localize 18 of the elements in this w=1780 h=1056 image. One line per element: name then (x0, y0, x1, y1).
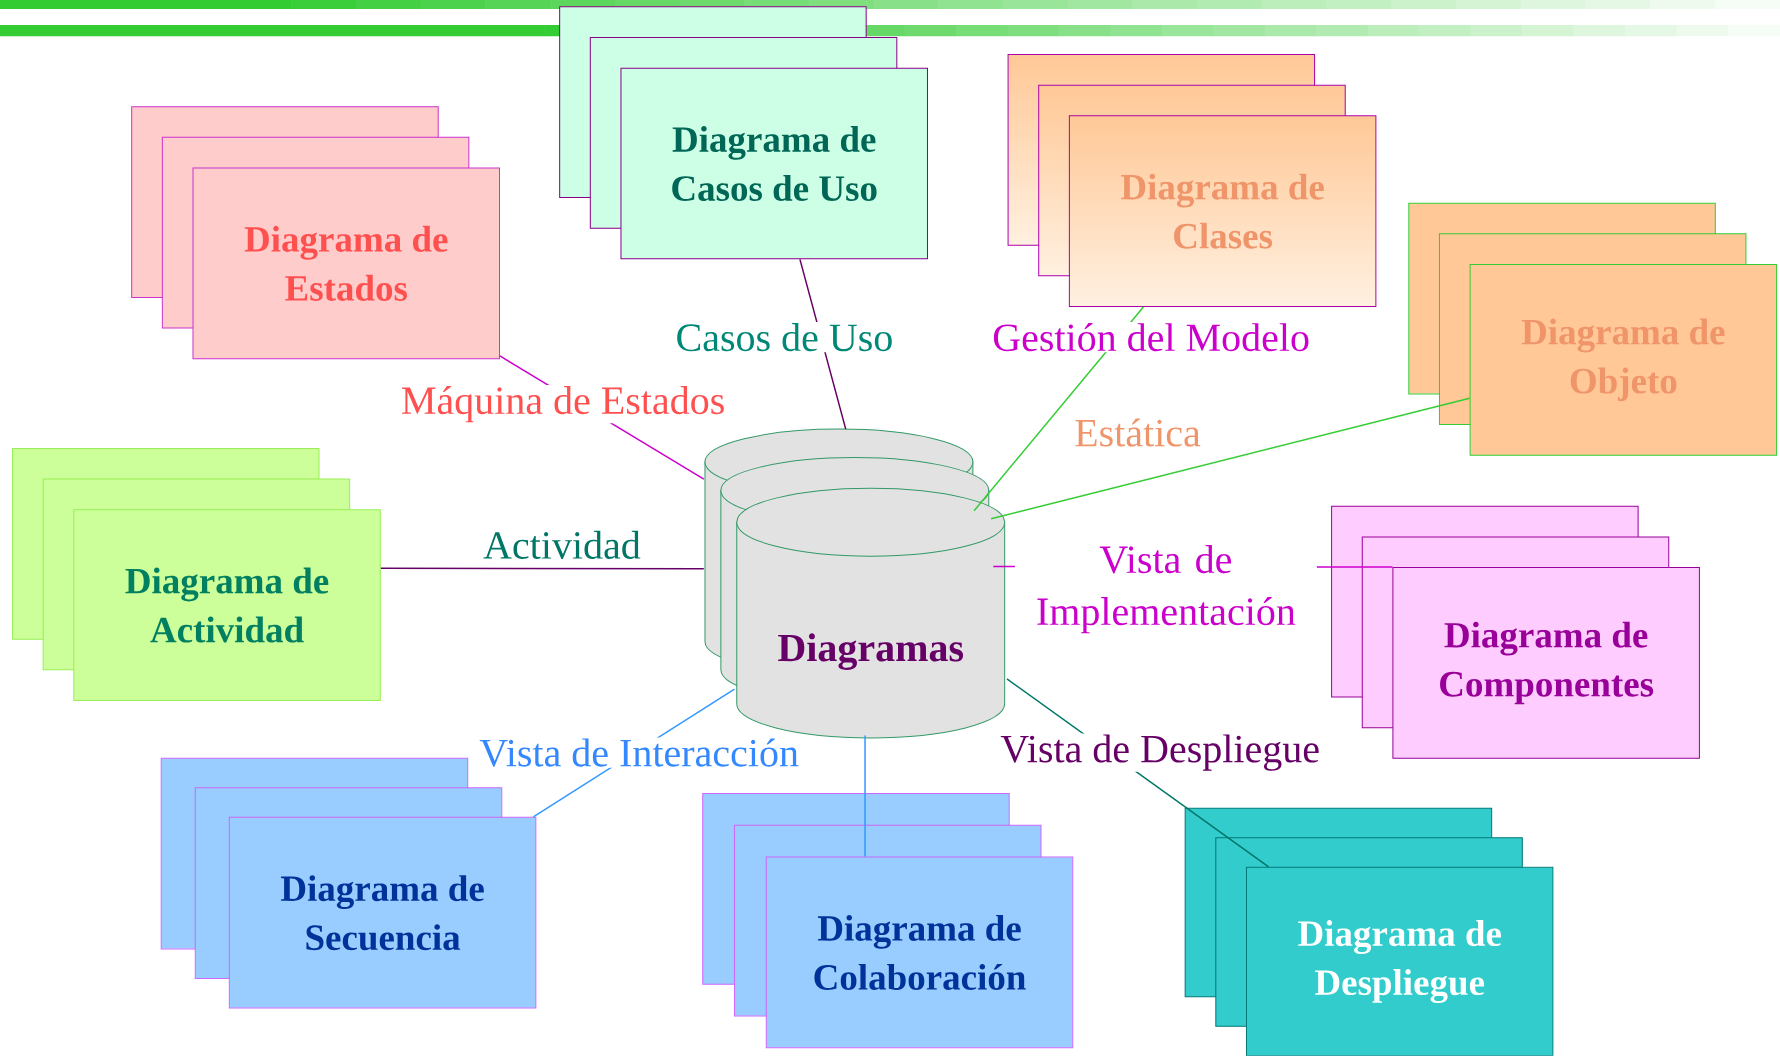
document-stack: Diagrama de Actividad (12, 448, 381, 702)
document-stack: Diagrama de Despliegue (1184, 807, 1554, 1056)
edge-label: Vista de Despliegue (999, 733, 1322, 772)
edge-label: Vista de Interacción (478, 737, 800, 768)
document-stack: Diagrama de Clases (1007, 54, 1377, 308)
edge-label: Máquina de Estados (399, 385, 727, 424)
edge-label: Estática (1073, 417, 1202, 448)
edge-label: Actividad (482, 529, 642, 561)
document-stack: Diagrama de Colaboración (702, 793, 1074, 1049)
document-stack: Diagrama de Estados (131, 106, 500, 360)
document-stack: Diagrama de Casos de Uso (559, 6, 928, 260)
connector-line (990, 397, 1471, 520)
connector-line (864, 735, 866, 858)
connector-line (380, 567, 705, 570)
document-stack: Diagrama de Componentes (1331, 505, 1700, 759)
edge-label: Vista de Implementación (1014, 544, 1317, 635)
edge-label: Casos de Uso (674, 322, 895, 353)
edge-label: Gestión del Modelo (991, 322, 1311, 353)
